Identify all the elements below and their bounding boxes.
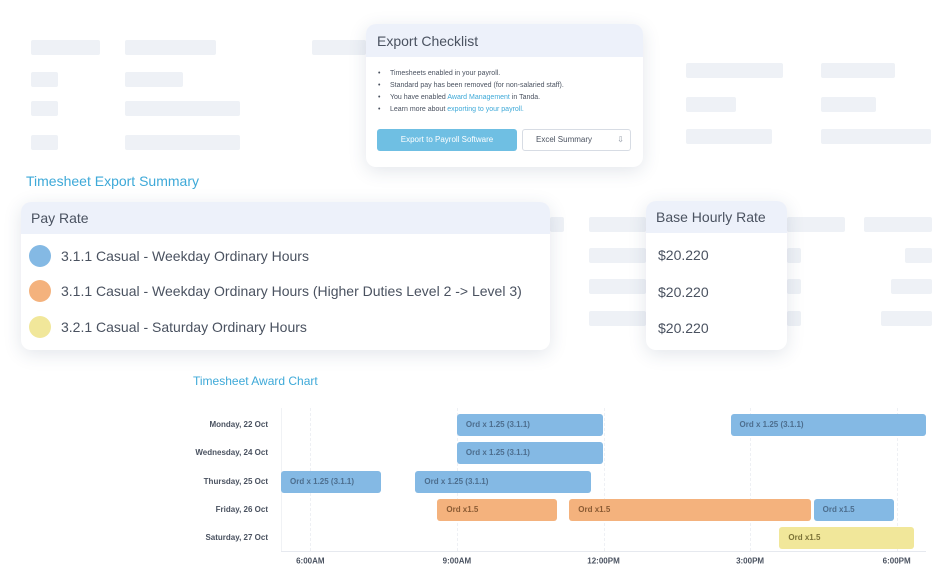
pay-rate-label: 3.1.1 Casual - Weekday Ordinary Hours (H…: [61, 283, 522, 299]
y-tick-label: Thursday, 25 Oct: [203, 476, 268, 486]
placeholder-bar: [31, 101, 58, 116]
x-tick-label: 9:00AM: [442, 556, 472, 566]
x-tick-label: 6:00AM: [296, 556, 325, 566]
y-tick-label: Monday, 22 Oct: [209, 420, 268, 429]
placeholder-bar: [821, 129, 931, 144]
placeholder-bar: [881, 311, 932, 326]
award-segment-bar[interactable]: Ord x 1.25 (3.1.1): [456, 414, 604, 436]
placeholder-bar: [905, 248, 932, 263]
placeholder-bar: [787, 248, 801, 263]
placeholder-bar: [686, 97, 736, 112]
award-segment-bar[interactable]: Ord x1.5: [813, 498, 895, 521]
excel-summary-button[interactable]: Excel Summary ⇩: [522, 129, 631, 151]
base-rate-value: $20.220: [658, 247, 709, 263]
placeholder-bar: [589, 311, 646, 326]
checklist-item: Standard pay has been removed (for non-s…: [378, 80, 631, 92]
base-rate-value: $20.220: [658, 284, 709, 300]
placeholder-bar: [31, 135, 58, 150]
chart-gridline: [603, 408, 605, 551]
placeholder-bar: [125, 40, 216, 55]
pay-rate-header: Pay Rate: [21, 202, 550, 234]
placeholder-bar: [589, 279, 646, 294]
placeholder-bar: [125, 135, 240, 150]
pay-rate-row: 3.1.1 Casual - Weekday Ordinary Hours: [29, 244, 309, 268]
placeholder-bar: [787, 217, 845, 232]
award-segment-bar[interactable]: Ord x 1.25 (3.1.1): [730, 414, 926, 436]
checklist-item: You have enabled Award Management in Tan…: [378, 92, 631, 104]
placeholder-bar: [589, 217, 646, 232]
placeholder-bar: [686, 63, 783, 78]
y-tick-label: Saturday, 27 Oct: [205, 533, 268, 543]
checklist-item: Timesheets enabled in your payroll.: [378, 68, 631, 80]
exporting-help-link[interactable]: exporting to your payroll.: [447, 106, 524, 113]
placeholder-bar: [787, 279, 801, 294]
legend-dot: [29, 280, 51, 302]
placeholder-bar: [864, 217, 932, 232]
placeholder-bar: [125, 72, 183, 87]
y-tick-label: Friday, 26 Oct: [215, 504, 268, 514]
pay-rate-label: 3.1.1 Casual - Weekday Ordinary Hours: [61, 248, 309, 264]
pay-rate-row: 3.2.1 Casual - Saturday Ordinary Hours: [29, 315, 307, 339]
placeholder-bar: [125, 101, 240, 116]
base-rate-card: Base Hourly Rate $20.220 $20.220 $20.220: [646, 201, 787, 350]
placeholder-bar: [31, 72, 58, 87]
summary-title: Timesheet Export Summary: [26, 173, 199, 189]
legend-dot: [29, 316, 51, 338]
award-segment-bar[interactable]: Ord x 1.25 (3.1.1): [415, 470, 592, 493]
y-tick-label: Wednesday, 24 Oct: [195, 448, 268, 458]
placeholder-bar: [787, 311, 801, 326]
chart-title: Timesheet Award Chart: [193, 374, 318, 388]
placeholder-bar: [589, 248, 646, 263]
chart-gridline: [750, 408, 752, 551]
award-segment-bar[interactable]: Ord x1.5: [569, 498, 812, 521]
pay-rate-label: 3.2.1 Casual - Saturday Ordinary Hours: [61, 319, 307, 335]
placeholder-bar: [821, 97, 876, 112]
chart-gridline: [896, 408, 898, 551]
placeholder-bar: [686, 129, 772, 144]
placeholder-bar: [821, 63, 895, 78]
checklist-items: Timesheets enabled in your payroll. Stan…: [366, 57, 643, 116]
award-segment-bar[interactable]: Ord x 1.25 (3.1.1): [281, 470, 382, 493]
x-tick-label: 6:00PM: [882, 556, 911, 566]
award-management-link[interactable]: Award Management: [447, 94, 510, 101]
x-tick-label: 12:00PM: [587, 556, 620, 566]
legend-dot: [29, 245, 51, 267]
export-checklist-card: Export Checklist Timesheets enabled in y…: [366, 24, 643, 167]
base-rate-header: Base Hourly Rate: [646, 201, 787, 233]
award-segment-bar[interactable]: Ord x1.5: [437, 498, 558, 521]
x-tick-label: 3:00PM: [736, 556, 765, 566]
award-segment-bar[interactable]: Ord x1.5: [779, 527, 914, 550]
award-segment-bar[interactable]: Ord x 1.25 (3.1.1): [456, 442, 604, 465]
checklist-item: Learn more about exporting to your payro…: [378, 104, 631, 116]
pay-rate-card: Pay Rate 3.1.1 Casual - Weekday Ordinary…: [21, 202, 550, 350]
excel-summary-label: Excel Summary: [536, 135, 593, 144]
placeholder-bar: [31, 40, 100, 55]
base-rate-value: $20.220: [658, 320, 709, 336]
pay-rate-row: 3.1.1 Casual - Weekday Ordinary Hours (H…: [29, 279, 522, 303]
download-icon: ⇩: [617, 135, 624, 144]
placeholder-bar: [891, 279, 932, 294]
chart-x-axis: [281, 551, 926, 552]
export-to-payroll-button[interactable]: Export to Payroll Software: [377, 129, 517, 151]
export-checklist-title: Export Checklist: [366, 24, 643, 57]
placeholder-bar: [550, 217, 564, 232]
placeholder-bar: [312, 40, 366, 55]
